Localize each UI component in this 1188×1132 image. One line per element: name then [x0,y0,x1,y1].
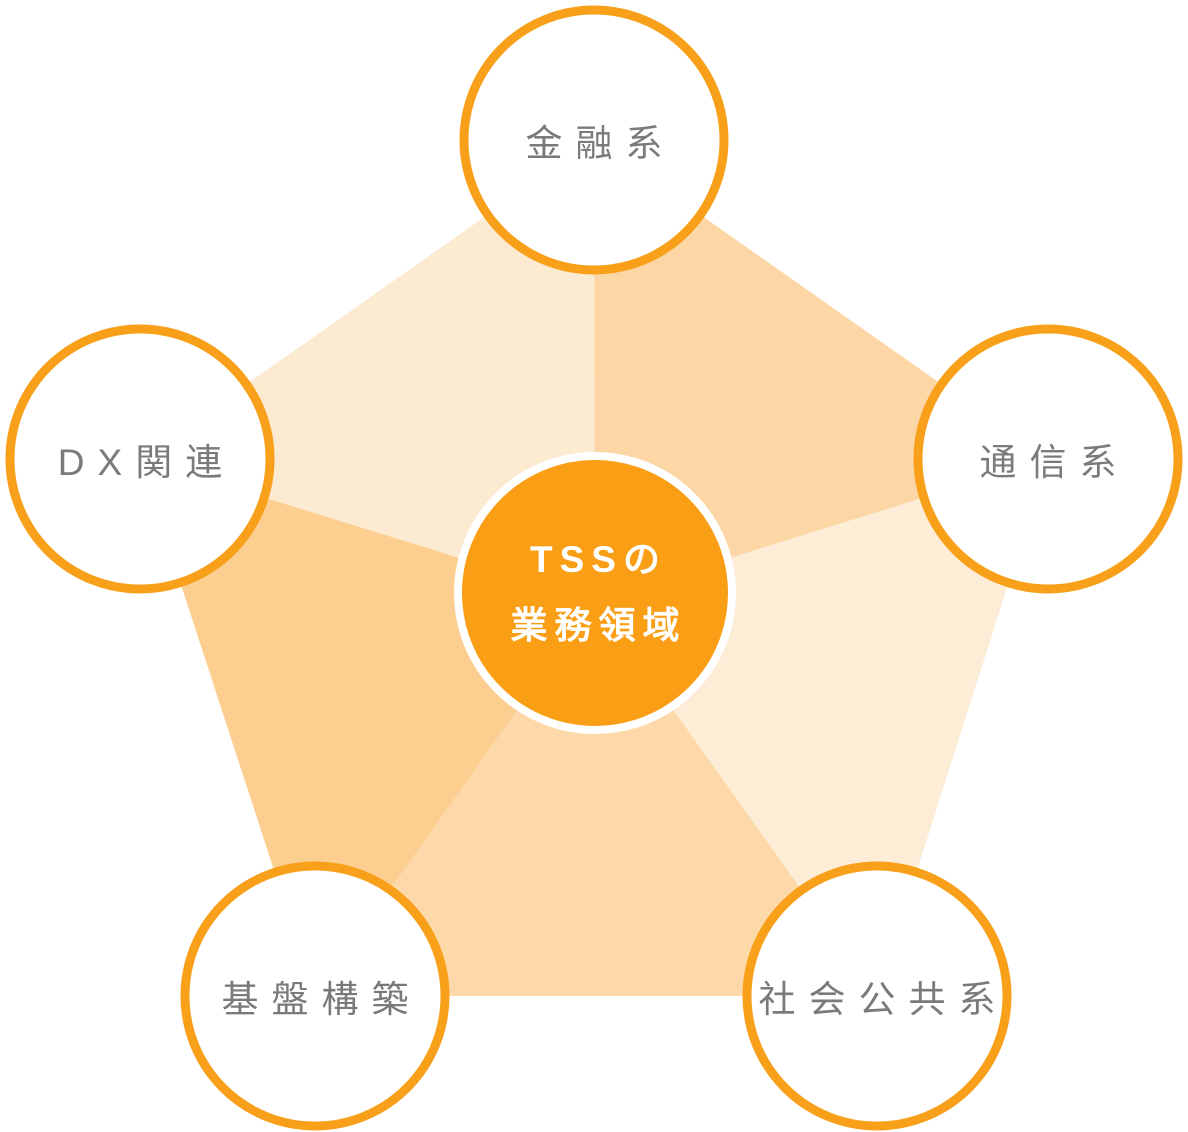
node-circle-social-public [742,861,1012,1131]
node-circles [5,5,1183,1131]
node-circle-telecom [913,324,1183,594]
node-circle-dx [5,324,275,594]
segment-bottom [315,600,877,996]
node-circle-infrastructure [180,861,450,1131]
center-circle [454,452,736,734]
node-circle-finance [459,5,729,275]
